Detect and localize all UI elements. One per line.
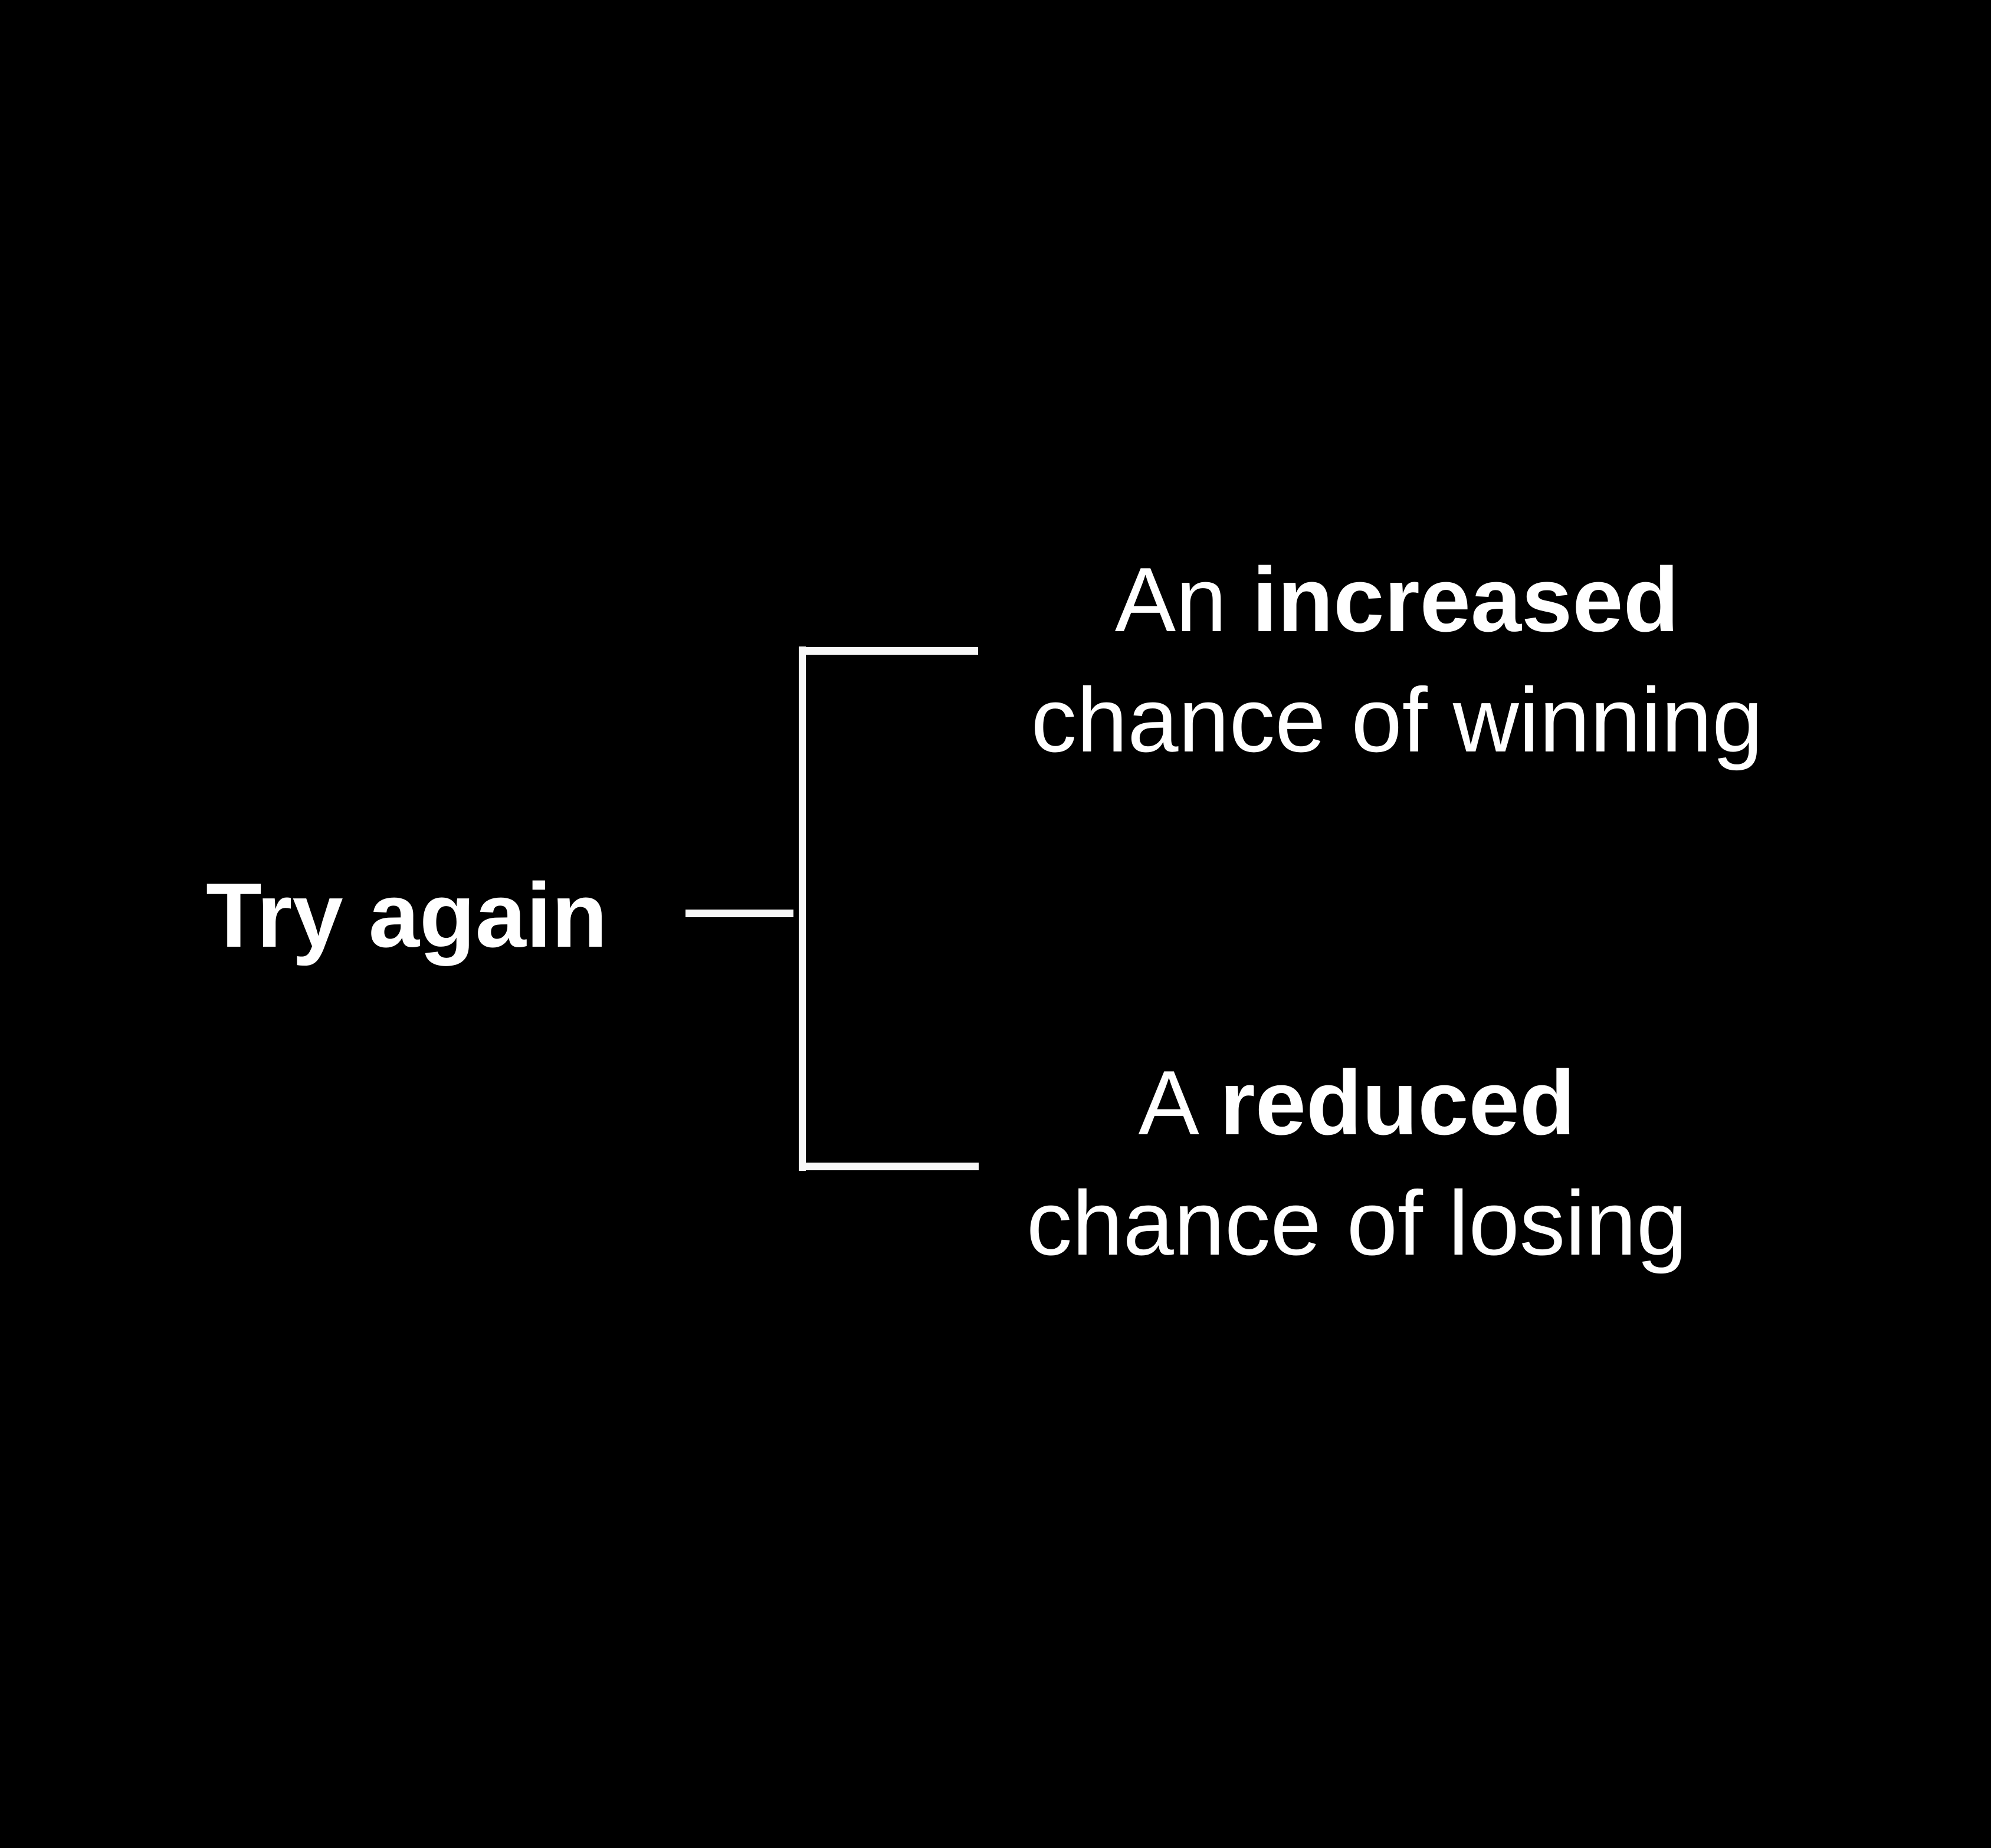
outcome-top-prefix: An <box>1114 549 1252 651</box>
outcome-increased-winning-line2: chance of winning <box>1031 669 1763 771</box>
outcome-bottom-prefix: A <box>1138 1052 1220 1154</box>
root-node-label: Try again <box>206 864 608 966</box>
outcome-increased-winning: An increased chance of winning <box>984 540 1810 780</box>
outcome-bottom-emphasis: reduced <box>1219 1052 1576 1154</box>
outcome-reduced-losing-line1: A reduced <box>944 1043 1770 1163</box>
root-connector-line <box>685 910 793 917</box>
bracket-top-branch-line <box>799 647 978 655</box>
outcome-reduced-losing: A reduced chance of losing <box>944 1043 1770 1284</box>
outcome-increased-winning-line1: An increased <box>984 540 1810 660</box>
outcome-top-emphasis: increased <box>1252 549 1680 651</box>
bracket-bottom-branch-line <box>799 1163 979 1170</box>
bracket-vertical-line <box>799 646 806 1171</box>
outcome-reduced-losing-line2: chance of losing <box>1026 1172 1688 1274</box>
